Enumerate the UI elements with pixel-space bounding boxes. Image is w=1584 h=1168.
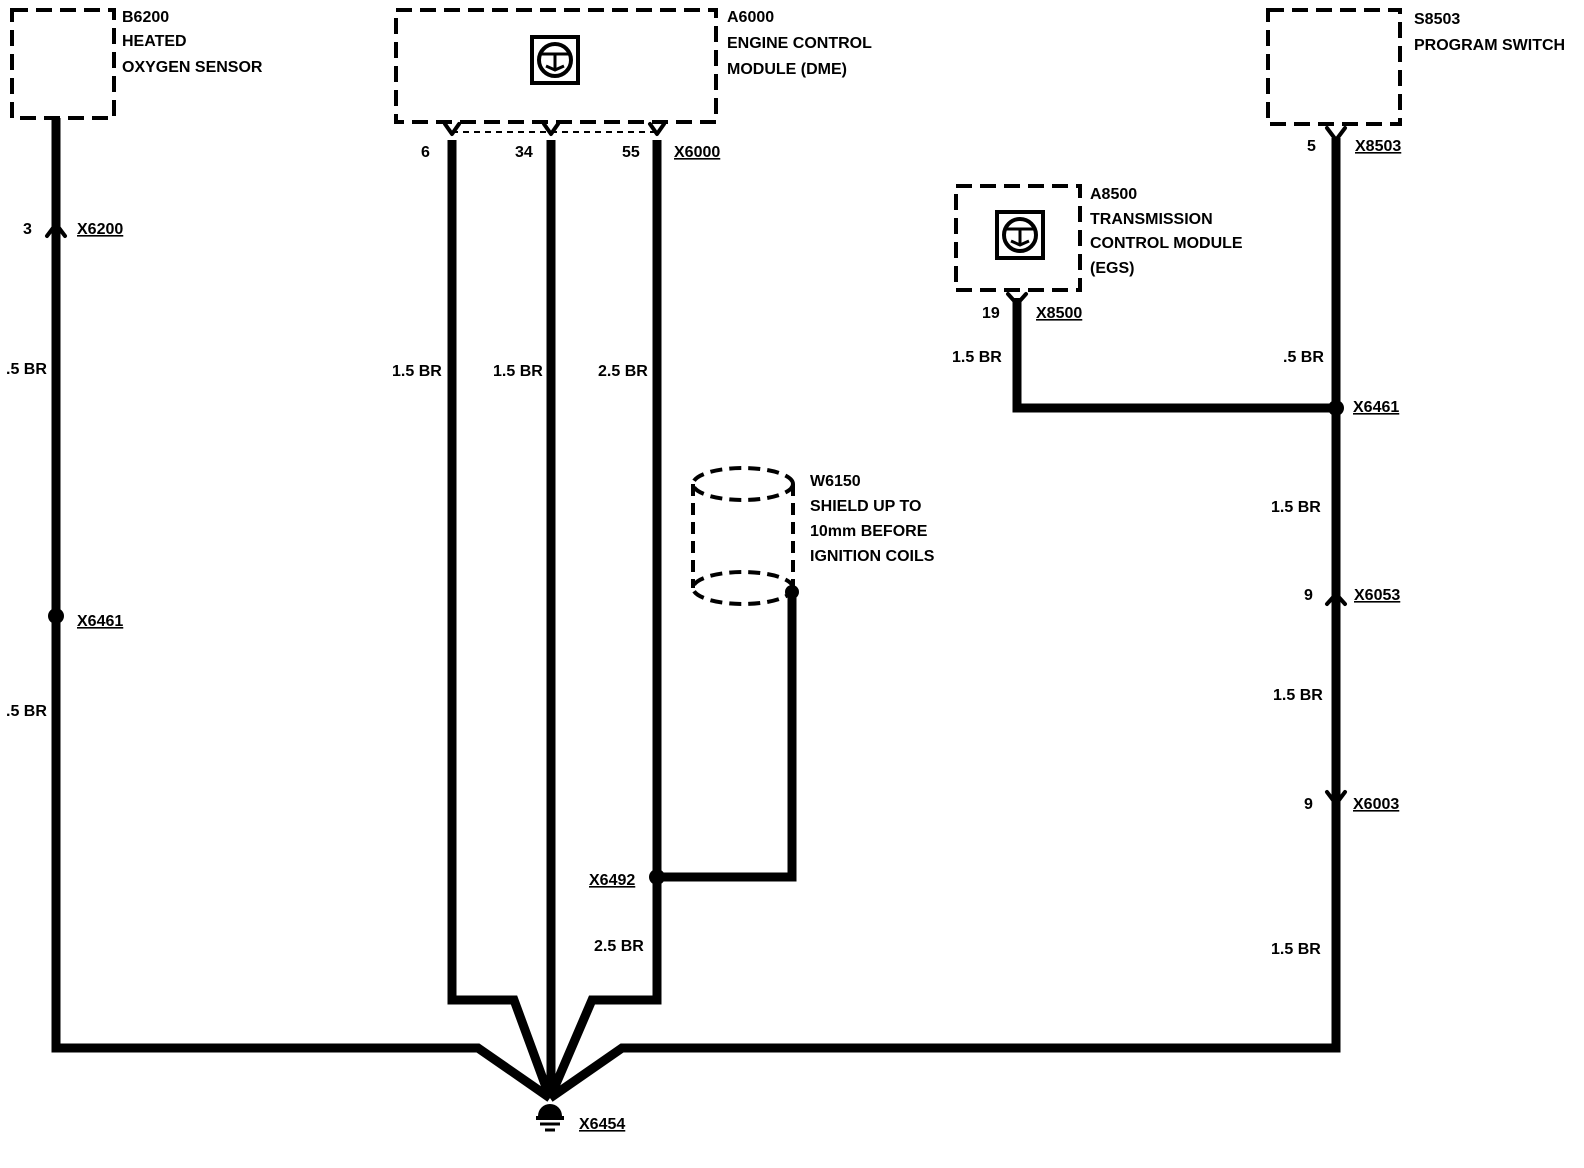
connector-x6461-left: X6461 [77,613,123,630]
connector-x8503: X8503 [1355,138,1401,155]
connector-x6053: X6053 [1354,587,1400,604]
ground-icon[interactable] [536,1104,564,1132]
oxygen-sensor-line1: HEATED [122,33,187,50]
wire-shield-drain[interactable] [657,592,797,882]
shield-drain-dot [785,585,799,599]
wire-label-switch-upper: .5 BR [1283,349,1324,366]
connector-x8500: X8500 [1036,305,1082,322]
shield-id: W6150 [810,473,861,490]
engine-module-line1: ENGINE CONTROL [727,35,872,52]
engine-module-symbol [530,35,580,85]
wire-label-o2-lower: .5 BR [6,703,47,720]
splice-x6461-right[interactable] [1328,400,1344,416]
transmission-module-line2: CONTROL MODULE [1090,235,1243,252]
wire-label-egs-19: 1.5 BR [952,349,1002,366]
connector-x6461-right: X6461 [1353,399,1399,416]
pin-9-x6003: 9 [1304,796,1313,813]
transmission-module-line1: TRANSMISSION [1090,211,1213,228]
engine-module-box[interactable] [394,8,718,124]
oxygen-sensor-box[interactable] [10,8,116,120]
wire-dme-pin6[interactable] [447,140,555,1100]
connector-marks [45,122,1347,806]
pin-34: 34 [515,144,533,161]
wire-label-dme-55-lower: 2.5 BR [594,938,644,955]
wire-label-dme-55: 2.5 BR [598,363,648,380]
connector-x6003: X6003 [1353,796,1399,813]
shield-line3: IGNITION COILS [810,548,935,565]
wire-label-dme-6: 1.5 BR [392,363,442,380]
program-switch-line1: PROGRAM SWITCH [1414,37,1565,54]
oxygen-sensor-line2: OXYGEN SENSOR [122,59,263,76]
pin-3: 3 [23,221,32,238]
wire-program-switch[interactable] [547,138,1341,1102]
wire-label-dme-34: 1.5 BR [493,363,543,380]
program-switch-id: S8503 [1414,11,1460,28]
wire-egs-pin19[interactable] [1012,298,1336,413]
wire-oxygen-sensor[interactable] [51,118,553,1102]
wire-dme-pin55[interactable] [545,140,662,1100]
transmission-module-id: A8500 [1090,186,1137,203]
engine-module-id: A6000 [727,9,774,26]
pin-19: 19 [982,305,1000,322]
shield-line2: 10mm BEFORE [810,523,928,540]
pin-6: 6 [421,144,430,161]
connector-x6200: X6200 [77,221,123,238]
transmission-module-symbol [995,210,1045,260]
transmission-module-box[interactable] [954,184,1082,292]
pin-55: 55 [622,144,640,161]
wire-label-o2-upper: .5 BR [6,361,47,378]
shield-cylinder[interactable] [691,466,795,606]
engine-module-line2: MODULE (DME) [727,61,847,78]
wire-label-right-low: 1.5 BR [1273,687,1323,704]
program-switch-box[interactable] [1266,8,1402,126]
connector-x6000: X6000 [674,144,720,161]
oxygen-sensor-id: B6200 [122,9,169,26]
pin-5: 5 [1307,138,1316,155]
splice-x6461-left[interactable] [48,608,64,624]
connector-x6492: X6492 [589,872,635,889]
splice-x6492[interactable] [649,869,665,885]
transmission-module-line3: (EGS) [1090,260,1134,277]
wire-label-right-mid: 1.5 BR [1271,499,1321,516]
connector-ground: X6454 [579,1116,625,1133]
wire-label-right-bottom: 1.5 BR [1271,941,1321,958]
pin-9-x6053: 9 [1304,587,1313,604]
shield-line1: SHIELD UP TO [810,498,921,515]
